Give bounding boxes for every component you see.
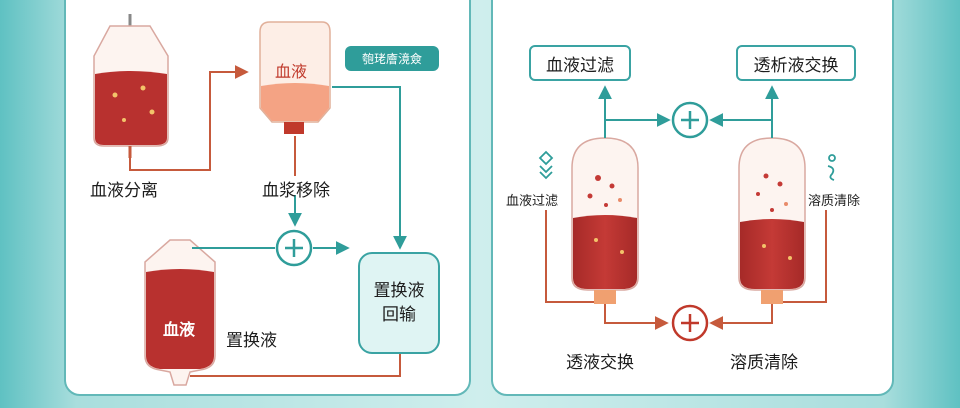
tag-pill: 匏珯廥滰僉	[345, 46, 439, 71]
label-replacement-fluid: 置换液	[226, 331, 277, 351]
replace-box-line2: 回输	[382, 305, 416, 325]
blood-bag-icon	[144, 239, 216, 386]
left-side-line	[545, 210, 594, 303]
replace-box-line1: 置换液	[373, 281, 425, 301]
blood-bag-label: 血液	[163, 320, 196, 339]
layers-icon	[538, 150, 554, 180]
label-separation: 血液分离	[90, 181, 158, 201]
right-side-line	[783, 210, 827, 303]
filtration-box: 血液过滤	[529, 45, 631, 81]
filter-tube-left-icon	[571, 137, 639, 304]
filter-tube-right-icon	[738, 137, 806, 304]
molecule-icon	[827, 154, 836, 181]
replacement-return-box: 置换液 回输	[358, 252, 440, 354]
separation-bag-icon	[93, 14, 169, 158]
return-line	[190, 354, 401, 377]
arrow-separation-to-plasma	[129, 65, 249, 171]
arrow-to-bottom-plus-right	[709, 304, 773, 330]
plus-icon	[671, 101, 709, 139]
arrow-to-bottom-plus	[604, 304, 669, 330]
bottom-label-right: 溶质清除	[730, 353, 798, 373]
bottom-label-left: 透液交换	[566, 353, 634, 373]
side-label-right: 溶质清除	[808, 194, 861, 209]
plasma-bag-icon	[259, 21, 331, 134]
side-label-left: 血液过滤	[506, 194, 559, 209]
plasma-bag-label: 血液	[275, 62, 308, 81]
label-plasma-removal: 血浆移除	[262, 181, 330, 201]
plus-icon	[275, 229, 313, 267]
plus-icon	[671, 304, 709, 342]
dialysate-exchange-box: 透析液交换	[736, 45, 856, 81]
arrow-to-replace-box	[332, 86, 407, 250]
